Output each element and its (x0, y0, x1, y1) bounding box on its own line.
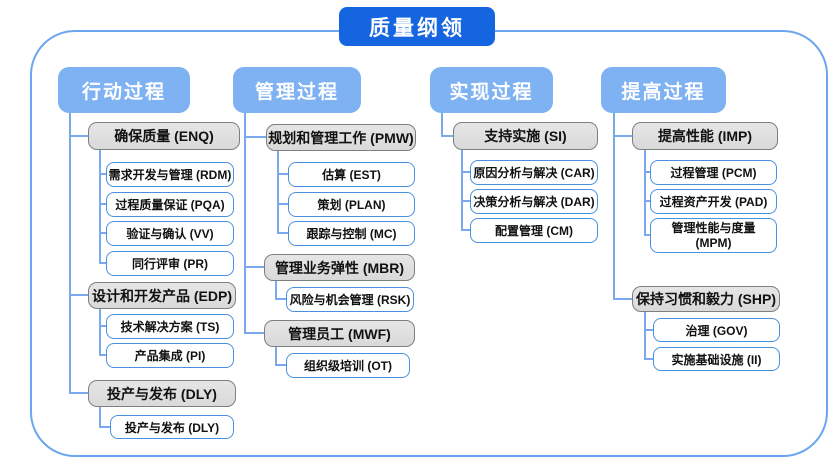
node-pcm: 过程管理 (PCM) (650, 160, 777, 185)
tree-connector (461, 171, 470, 173)
tree-connector (461, 200, 470, 202)
tree-connector (99, 150, 101, 263)
node-pmw: 规划和管理工作 (PMW) (266, 124, 416, 151)
tree-connector (441, 135, 453, 137)
node-car: 原因分析与解决 (CAR) (470, 160, 598, 185)
node-dar: 决策分析与解决 (DAR) (470, 189, 598, 214)
tree-connector (244, 266, 264, 268)
tree-connector (644, 312, 646, 359)
node-pad: 过程资产开发 (PAD) (650, 189, 777, 214)
node-mwf: 管理员工 (MWF) (264, 320, 415, 347)
node-ot: 组织级培训 (OT) (286, 353, 410, 378)
tree-connector (99, 325, 106, 327)
tree-connector (644, 150, 646, 235)
tree-connector (277, 173, 288, 175)
node-cm: 配置管理 (CM) (470, 218, 598, 243)
tree-connector (644, 171, 650, 173)
tree-connector (644, 200, 650, 202)
tree-connector (644, 234, 650, 236)
node-imp: 提高性能 (IMP) (632, 122, 778, 150)
tree-connector (99, 232, 106, 234)
tree-connector (99, 173, 106, 175)
node-pr: 同行评审 (PR) (106, 251, 234, 276)
tree-connector (613, 298, 632, 300)
node-shp: 保持习惯和毅力 (SHP) (632, 286, 780, 312)
tree-connector (613, 135, 632, 137)
column-header-action-process: 行动过程 (58, 67, 190, 113)
tree-connector (244, 113, 246, 333)
column-header-realization-process: 实现过程 (430, 67, 553, 113)
tree-connector (99, 407, 101, 427)
node-ii: 实施基础设施 (II) (653, 347, 780, 371)
root-node-title: 质量纲领 (339, 7, 495, 46)
column-header-management-process: 管理过程 (233, 67, 361, 113)
node-mc: 跟踪与控制 (MC) (288, 221, 415, 246)
tree-connector (99, 309, 101, 355)
tree-connector (99, 354, 106, 356)
tree-connector (69, 135, 88, 137)
node-mpm: 管理性能与度量 (MPM) (650, 218, 777, 253)
tree-connector (275, 298, 286, 300)
tree-connector (277, 151, 279, 233)
node-plan: 策划 (PLAN) (288, 192, 415, 217)
node-edp: 设计和开发产品 (EDP) (88, 282, 236, 309)
tree-connector (244, 136, 266, 138)
node-si: 支持实施 (SI) (453, 122, 598, 150)
node-enq: 确保质量 (ENQ) (88, 122, 240, 150)
node-est: 估算 (EST) (288, 162, 415, 187)
tree-connector (613, 113, 615, 299)
tree-connector (275, 281, 277, 299)
tree-connector (644, 329, 653, 331)
tree-connector (69, 392, 88, 394)
tree-connector (69, 294, 88, 296)
tree-connector (69, 113, 71, 393)
node-pqa: 过程质量保证 (PQA) (106, 192, 234, 217)
tree-connector (441, 113, 443, 136)
tree-connector (277, 203, 288, 205)
tree-connector (99, 262, 106, 264)
node-pi: 产品集成 (PI) (106, 343, 234, 368)
node-rdm: 需求开发与管理 (RDM) (106, 162, 234, 187)
tree-connector (277, 232, 288, 234)
column-header-improvement-process: 提高过程 (601, 67, 726, 113)
tree-connector (244, 332, 264, 334)
tree-connector (461, 150, 463, 230)
tree-connector (275, 364, 286, 366)
tree-connector (99, 203, 106, 205)
node-vv: 验证与确认 (VV) (106, 221, 234, 246)
node-mbr: 管理业务弹性 (MBR) (264, 254, 415, 281)
tree-connector (461, 229, 470, 231)
node-dly: 投产与发布 (DLY) (110, 415, 234, 439)
tree-connector (275, 347, 277, 365)
node-rsk: 风险与机会管理 (RSK) (286, 287, 414, 312)
tree-connector (644, 358, 653, 360)
tree-connector (99, 426, 110, 428)
node-gov: 治理 (GOV) (653, 318, 780, 342)
node-ts: 技术解决方案 (TS) (106, 314, 234, 339)
node-dly-group: 投产与发布 (DLY) (88, 380, 236, 407)
